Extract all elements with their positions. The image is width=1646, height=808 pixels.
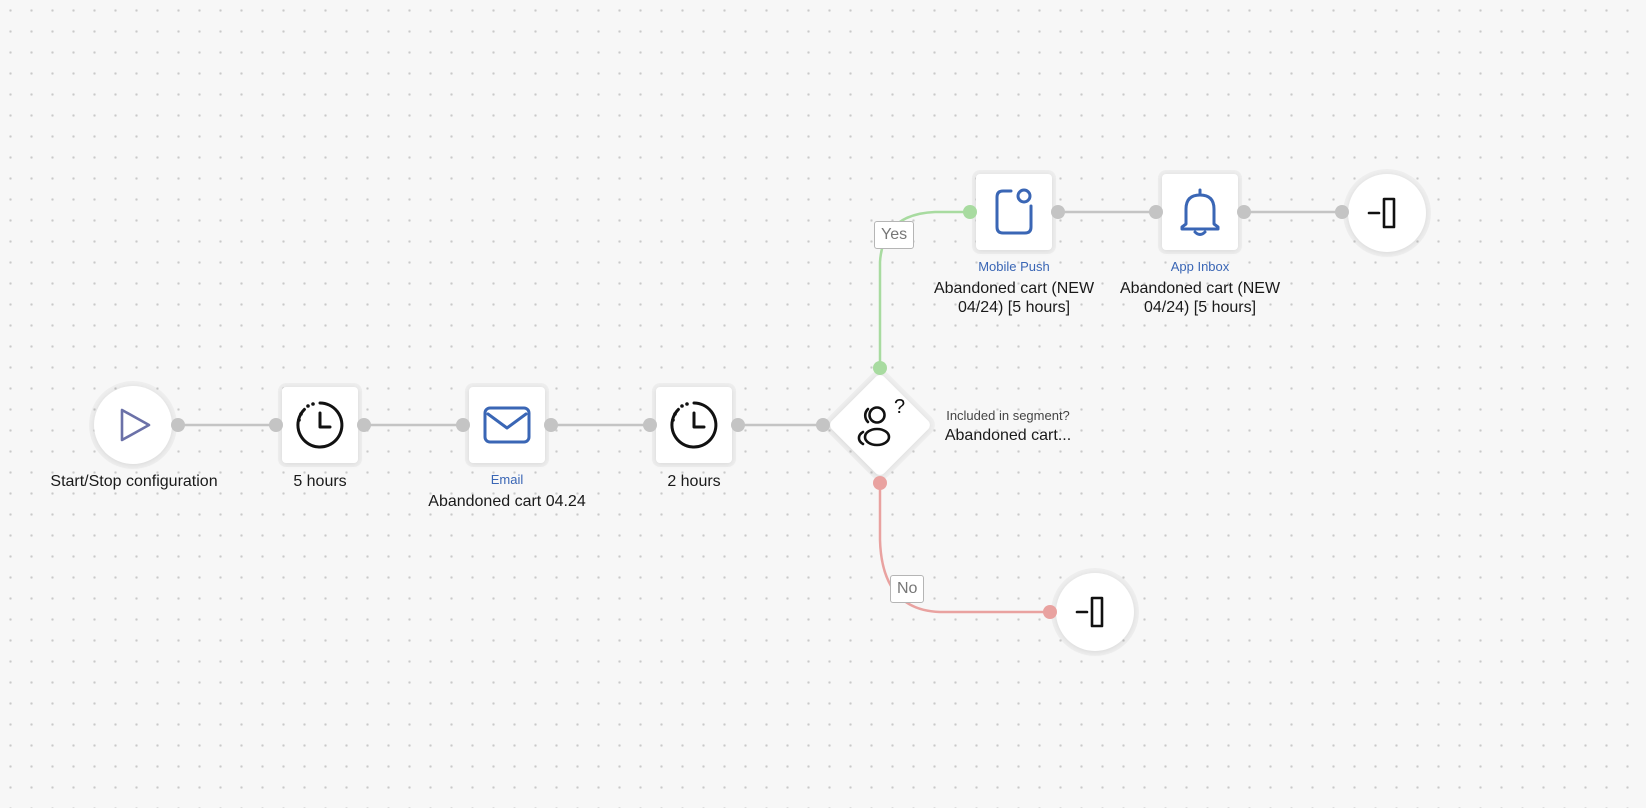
exit-icon: [1075, 596, 1104, 628]
port-exit-no-in[interactable]: [1043, 605, 1057, 619]
mobile-push-icon: [995, 188, 1033, 235]
wait1-label: 5 hours: [293, 473, 347, 490]
mobile-push-type-label: Mobile Push: [978, 259, 1050, 274]
start-label: Start/Stop configuration: [50, 473, 218, 490]
play-icon: [120, 408, 151, 442]
mobile-push-label-line1: Abandoned cart (NEW: [933, 280, 1095, 297]
exit-node-yes[interactable]: [1348, 174, 1426, 252]
timer-icon: [296, 401, 344, 449]
condition-question: Included in segment?: [946, 408, 1070, 423]
app-inbox-label-line2: 04/24) [5 hours]: [1143, 299, 1257, 316]
port-wait1-out[interactable]: [357, 418, 371, 432]
port-mobile-push-out[interactable]: [1051, 205, 1065, 219]
bell-icon: [1180, 188, 1220, 236]
port-start-out[interactable]: [171, 418, 185, 432]
port-app-inbox-out[interactable]: [1237, 205, 1251, 219]
email-node[interactable]: [469, 387, 545, 463]
port-wait2-in[interactable]: [643, 418, 657, 432]
wait2-label: 2 hours: [667, 473, 721, 490]
port-condition-yes[interactable]: [873, 361, 887, 375]
email-label: Abandoned cart 04.24: [428, 493, 586, 510]
port-mobile-push-in[interactable]: [963, 205, 977, 219]
mobile-push-node[interactable]: [976, 174, 1052, 250]
app-inbox-type-label: App Inbox: [1170, 259, 1230, 274]
app-inbox-label-line1: Abandoned cart (NEW: [1119, 280, 1281, 297]
port-email-in[interactable]: [456, 418, 470, 432]
port-exit-yes-in[interactable]: [1335, 205, 1349, 219]
start-node[interactable]: [94, 386, 172, 464]
exit-node-no[interactable]: [1056, 573, 1134, 651]
port-condition-in[interactable]: [816, 418, 830, 432]
email-type-label: Email: [490, 472, 524, 487]
condition-label: Abandoned cart...: [944, 427, 1072, 444]
port-condition-no[interactable]: [873, 476, 887, 490]
no-branch-label: No: [890, 575, 925, 603]
mail-icon: [483, 406, 531, 444]
yes-branch-label: Yes: [874, 221, 915, 249]
port-wait1-in[interactable]: [269, 418, 283, 432]
wait-node-2-hours[interactable]: [656, 387, 732, 463]
mobile-push-label-line2: 04/24) [5 hours]: [957, 299, 1071, 316]
segment-question-icon: ?: [857, 396, 905, 447]
svg-text:?: ?: [894, 396, 905, 418]
port-wait2-out[interactable]: [731, 418, 745, 432]
timer-icon: [670, 401, 718, 449]
port-app-inbox-in[interactable]: [1149, 205, 1163, 219]
app-inbox-node[interactable]: [1162, 174, 1238, 250]
port-email-out[interactable]: [544, 418, 558, 432]
wait-node-5-hours[interactable]: [282, 387, 358, 463]
exit-icon: [1367, 197, 1396, 229]
